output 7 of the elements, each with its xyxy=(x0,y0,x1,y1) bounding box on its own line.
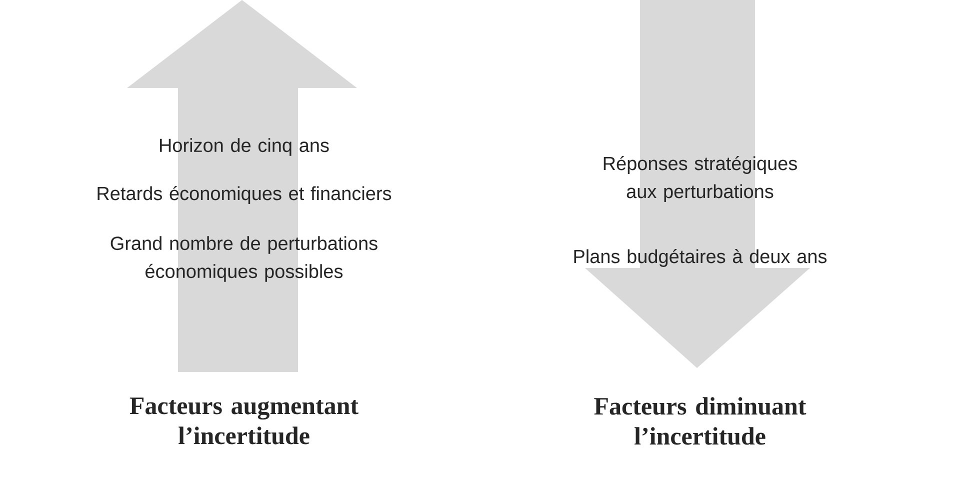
heading: Facteurs diminuant l’incertitude xyxy=(594,397,806,445)
heading: Facteurs augmentant l’incertitude xyxy=(130,398,358,444)
factor-text: Grand nombre de perturbations économiques possibles xyxy=(110,236,378,282)
factor-text: Retards économiques et financiers xyxy=(98,186,392,204)
factor-text: Horizon de cinq ans xyxy=(160,138,329,156)
factor-text: Réponses stratégiques aux perturbations xyxy=(604,156,797,202)
factor-text: Plans budgétaires à deux ans xyxy=(574,249,827,267)
